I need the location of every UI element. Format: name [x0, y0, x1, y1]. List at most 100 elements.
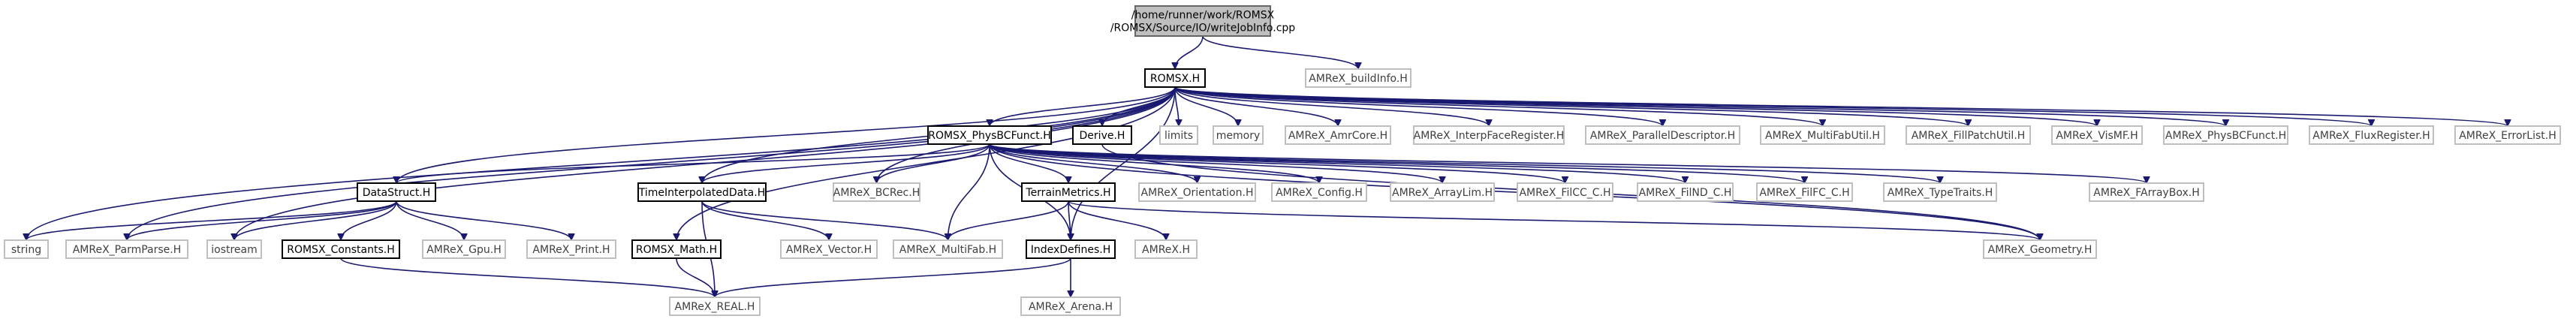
node-box-derive [1072, 125, 1132, 145]
node-vector: AMReX_Vector.H [780, 239, 878, 259]
node-amrexh: AMReX.H [1134, 239, 1198, 259]
node-label-filcc: AMReX_FilCC_C.H [1519, 187, 1610, 199]
node-label-limits: limits [1164, 130, 1193, 142]
node-root[interactable]: /home/runner/work/ROMSX/ROMSX/Source/IO/… [1110, 5, 1295, 37]
edge-terrain-to-multifab [948, 200, 1069, 241]
node-box-gpu [422, 239, 506, 259]
node-string: string [4, 239, 49, 259]
node-box-arena [1020, 296, 1121, 316]
node-box-bcrec [833, 182, 920, 202]
node-derive[interactable]: Derive.H [1072, 125, 1132, 145]
edge-physbc-to-geometry [989, 143, 2040, 241]
node-label-gpu: AMReX_Gpu.H [426, 244, 502, 256]
edges-layer [26, 35, 2508, 298]
node-box-config [1271, 182, 1367, 202]
node-box-amrexphysbc [2163, 125, 2288, 145]
node-box-buildinfo [1305, 68, 1412, 88]
edge-datastruct-to-print [396, 200, 571, 241]
node-box-errorlist [2454, 125, 2561, 145]
node-box-indexdefines [1026, 239, 1116, 259]
node-label-fillpatch: AMReX_FillPatchUtil.H [1912, 130, 2026, 142]
node-timeinterp[interactable]: TimeInterpolatedData.H [637, 182, 767, 202]
node-filcc: AMReX_FilCC_C.H [1517, 182, 1613, 202]
node-label-string: string [11, 244, 41, 256]
node-farraybox: AMReX_FArrayBox.H [2089, 182, 2204, 202]
node-box-geometry [1983, 239, 2097, 259]
node-pardesc: AMReX_ParallelDescriptor.H [1585, 125, 1740, 145]
nodes-layer: /home/runner/work/ROMSX/ROMSX/Source/IO/… [4, 5, 2561, 316]
node-label-filfc: AMReX_FilFC_C.H [1759, 187, 1849, 199]
node-amrexphysbc: AMReX_PhysBCFunct.H [2163, 125, 2288, 145]
node-print: AMReX_Print.H [526, 239, 616, 259]
node-iostream: iostream [206, 239, 262, 259]
node-label-orientation: AMReX_Orientation.H [1141, 187, 1254, 199]
edge-math-to-real [676, 257, 715, 298]
node-bcrec: AMReX_BCRec.H [833, 182, 920, 202]
node-box-vismf [2051, 125, 2143, 145]
edge-physbc-to-filnd [989, 143, 1686, 184]
node-errorlist: AMReX_ErrorList.H [2454, 125, 2561, 145]
node-indexdefines[interactable]: IndexDefines.H [1026, 239, 1116, 259]
edge-datastruct-to-iostream [234, 200, 397, 241]
node-box-parmparse [65, 239, 188, 259]
node-label-buildinfo: AMReX_buildInfo.H [1309, 73, 1408, 85]
node-label-memory: memory [1216, 130, 1261, 142]
node-label-math: ROMSX_Math.H [636, 244, 717, 256]
edge-romsx-to-derive [1102, 86, 1176, 127]
node-romsx[interactable]: ROMSX.H [1144, 68, 1206, 88]
node-label-arraylim: AMReX_ArrayLim.H [1392, 187, 1493, 199]
edge-romsx-to-string [26, 86, 1176, 240]
node-label-amrexphysbc: AMReX_PhysBCFunct.H [2165, 130, 2286, 142]
node-box-root [1134, 5, 1271, 37]
edge-terrain-to-geometry [1068, 200, 2040, 241]
node-terrain[interactable]: TerrainMetrics.H [1021, 182, 1116, 202]
edge-romsx-to-parmparse [127, 86, 1176, 240]
node-label-pardesc: AMReX_ParallelDescriptor.H [1590, 130, 1735, 142]
edge-physbc-to-orientation [989, 143, 1198, 184]
node-fluxreg: AMReX_FluxRegister.H [2309, 125, 2434, 145]
edge-datastruct-to-gpu [396, 200, 464, 241]
node-interpreg: AMReX_InterpFaceRegister.H [1413, 125, 1565, 145]
node-label-multifab: AMReX_MultiFab.H [899, 244, 996, 256]
node-box-orientation [1138, 182, 1256, 202]
node-box-string [4, 239, 49, 259]
node-datastruct[interactable]: DataStruct.H [357, 182, 436, 202]
node-box-multifab [893, 239, 1003, 259]
edge-physbc-to-bcrec [877, 143, 990, 184]
node-label-derive: Derive.H [1080, 130, 1125, 142]
node-limits: limits [1159, 125, 1198, 145]
node-label-timeinterp: TimeInterpolatedData.H [638, 187, 765, 199]
edge-physbc-to-multifab [948, 143, 990, 240]
edge-indexdefines-to-real [715, 257, 1071, 298]
node-box-romsx [1144, 68, 1206, 88]
node-box-interpreg [1413, 125, 1565, 145]
edge-datastruct-to-string [26, 200, 397, 241]
node-gpu: AMReX_Gpu.H [422, 239, 506, 259]
edge-physbc-to-terrain [989, 143, 1068, 184]
node-box-real [669, 296, 761, 316]
node-label-errorlist: AMReX_ErrorList.H [2459, 130, 2556, 142]
node-box-iostream [206, 239, 262, 259]
node-label-print: AMReX_Print.H [532, 244, 610, 256]
node-label-terrain: TerrainMetrics.H [1025, 187, 1110, 199]
node-mfutil: AMReX_MultiFabUtil.H [1760, 125, 1885, 145]
node-box-terrain [1021, 182, 1116, 202]
edge-datastruct-to-parmparse [127, 200, 397, 241]
node-math[interactable]: ROMSX_Math.H [631, 239, 722, 259]
node-orientation: AMReX_Orientation.H [1138, 182, 1256, 202]
node-physbc[interactable]: ROMSX_PhysBCFunct.H [927, 125, 1052, 145]
node-label-filnd: AMReX_FilND_C.H [1639, 187, 1732, 199]
node-label-parmparse: AMReX_ParmParse.H [73, 244, 182, 256]
node-box-amrexh [1134, 239, 1198, 259]
node-box-physbc [927, 125, 1052, 145]
node-label-romsx: ROMSX.H [1150, 73, 1200, 85]
edge-romsx-to-memory [1174, 86, 1238, 127]
node-label-fluxreg: AMReX_FluxRegister.H [2312, 130, 2430, 142]
edge-timeinterp-to-vector [701, 200, 829, 241]
node-box-filcc [1517, 182, 1613, 202]
node-box-print [526, 239, 616, 259]
node-box-datastruct [357, 182, 436, 202]
node-constants[interactable]: ROMSX_Constants.H [282, 239, 400, 259]
node-label-real: AMReX_REAL.H [675, 301, 755, 313]
